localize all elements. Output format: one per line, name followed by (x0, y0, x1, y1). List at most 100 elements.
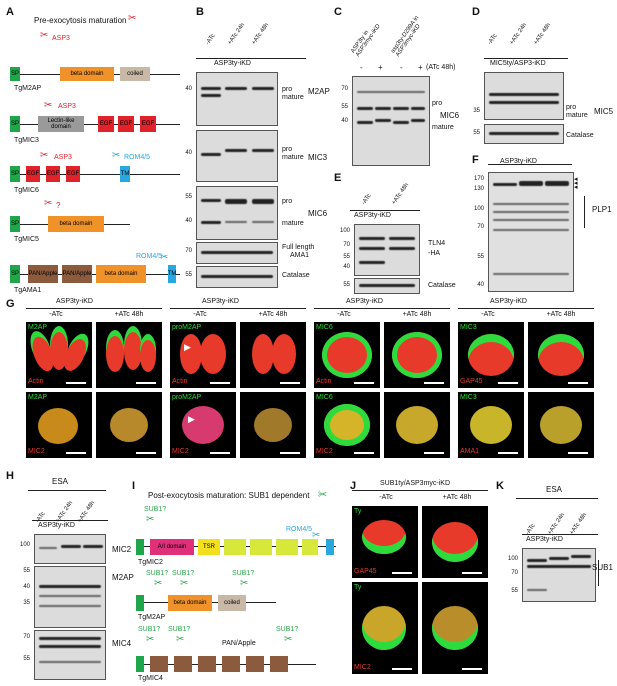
channel-label: MIC6 (316, 324, 333, 331)
scissors-icon: ✂ (180, 578, 189, 589)
micrograph: MIC3 AMA1 (458, 392, 524, 458)
panel-letter-k: K (496, 480, 504, 492)
pan-apple-domain (270, 656, 288, 672)
western-blot-mic6-c (352, 76, 430, 166)
scissors-icon: ✂ (40, 150, 49, 161)
scissors-icon: ✂ (146, 514, 155, 525)
channel-label: proM2AP (172, 394, 202, 401)
mw-marker: 55 (341, 104, 348, 110)
band-label: pro (282, 146, 293, 153)
lane-label: -ATc (487, 33, 499, 46)
channel-label: MIC2 (172, 448, 189, 455)
scale-bar (424, 452, 444, 454)
panel-i-title: Post-exocytosis maturation: SUB1 depende… (148, 491, 310, 500)
egf-domain: EGF (46, 166, 60, 182)
micrograph (96, 392, 162, 458)
arrowhead-icon: ▶ (188, 414, 195, 424)
protein-label: MIC4 (112, 639, 132, 648)
mw-marker: 55 (511, 588, 518, 594)
column-header: +ATc 48h (546, 311, 576, 318)
lane-label: +ATc 48h (569, 512, 589, 536)
micrograph: M2AP MIC2 (26, 392, 92, 458)
scale-bar (66, 452, 86, 454)
western-blot-m2ap (196, 72, 278, 126)
mw-marker: 100 (19, 542, 30, 548)
protease-label-sub1: SUB1? (168, 626, 191, 633)
channel-label: M2AP (28, 324, 48, 331)
sp-domain: SP (10, 216, 20, 232)
column-header: +ATc 48h (402, 311, 432, 318)
scale-bar (392, 572, 412, 574)
panel-letter-j: J (350, 480, 357, 492)
coiled-domain: coiled (120, 67, 150, 81)
column-header: -ATc (49, 311, 63, 318)
protein-label: MIC2 (112, 545, 132, 554)
western-blot-mic2 (34, 534, 106, 564)
protease-label-asp3: ASP3 (52, 35, 70, 42)
column-header: -ATc (379, 494, 393, 501)
column-header: -ATc (337, 311, 351, 318)
protein-name: TgM2AP (14, 85, 42, 92)
sp-domain (136, 656, 144, 672)
lane-label: +ATc 48h (251, 22, 271, 46)
egf-domain: EGF (66, 166, 80, 182)
western-blot-mic6 (196, 186, 278, 240)
mw-marker: 55 (23, 656, 30, 662)
pan-apple-domain: PAN/Apple (28, 265, 58, 283)
micrograph: MIC6 MIC2 (314, 392, 380, 458)
pan-apple-domain: PAN/Apple (62, 265, 92, 283)
western-blot-mic4 (34, 630, 106, 680)
panel-letter-i: I (132, 480, 136, 492)
scale-bar (354, 382, 374, 384)
micrograph: ▶ proM2AP MIC2 (170, 392, 236, 458)
band-label: AMA1 (290, 252, 310, 259)
micrograph (528, 322, 594, 388)
scale-bar (498, 382, 518, 384)
lane-label: +ATc 24h (547, 512, 567, 536)
lane-label: -ATc (361, 193, 373, 206)
micrograph: M2AP Actin (26, 322, 92, 388)
egf-domain: EGF (118, 116, 134, 132)
western-blot-plp1 (488, 172, 574, 292)
column-header: -ATc (193, 311, 207, 318)
scale-bar (568, 452, 588, 454)
protein-label: MIC6 (308, 209, 328, 218)
protease-label-rom: ROM4/5 (136, 253, 163, 260)
scissors-icon: ✂ (40, 30, 49, 41)
pan-apple-domain (222, 656, 240, 672)
channel-label: proM2AP (172, 324, 202, 331)
band-label: -HA (428, 250, 441, 257)
channel-label: GAP45 (460, 378, 483, 385)
micrograph (240, 392, 306, 458)
sp-domain: SP (10, 265, 20, 283)
protease-label-sub1: SUB1? (138, 626, 161, 633)
tm-domain: TM (168, 265, 176, 283)
strain-label: ASP3ty-iKD (38, 522, 75, 529)
mw-marker: 40 (341, 118, 348, 124)
band-label: mature (566, 112, 588, 119)
mw-marker: 55 (343, 254, 350, 260)
mw-marker: 170 (473, 176, 484, 182)
lane-label: ASP3ty in ASP3myc-iKD (350, 23, 382, 58)
column-header: -ATc (481, 311, 495, 318)
scale-bar (462, 572, 482, 574)
column-header: +ATc 48h (114, 311, 144, 318)
scale-bar (354, 452, 374, 454)
sp-domain (136, 595, 144, 611)
lane-label: -ATc (205, 33, 217, 46)
lane-label: +ATc 48h (391, 182, 411, 206)
sign: + (418, 63, 423, 72)
protein-label: M2AP (308, 87, 330, 96)
tm-domain (326, 539, 334, 555)
beta-domain: beta domain (48, 216, 104, 232)
micrograph: MIC6 Actin (314, 322, 380, 388)
channel-label: AMA1 (460, 448, 480, 455)
strain-label: ASP3ty-iKD (526, 536, 563, 543)
channel-label: Ty (354, 584, 362, 591)
column-header: +ATc 48h (258, 311, 288, 318)
western-blot-tln4 (354, 224, 420, 276)
egf-domain: EGF (140, 116, 156, 132)
protein-name: TgMIC2 (138, 559, 163, 566)
egf-domain: EGF (98, 116, 114, 132)
band-label: Catalase (428, 282, 456, 289)
